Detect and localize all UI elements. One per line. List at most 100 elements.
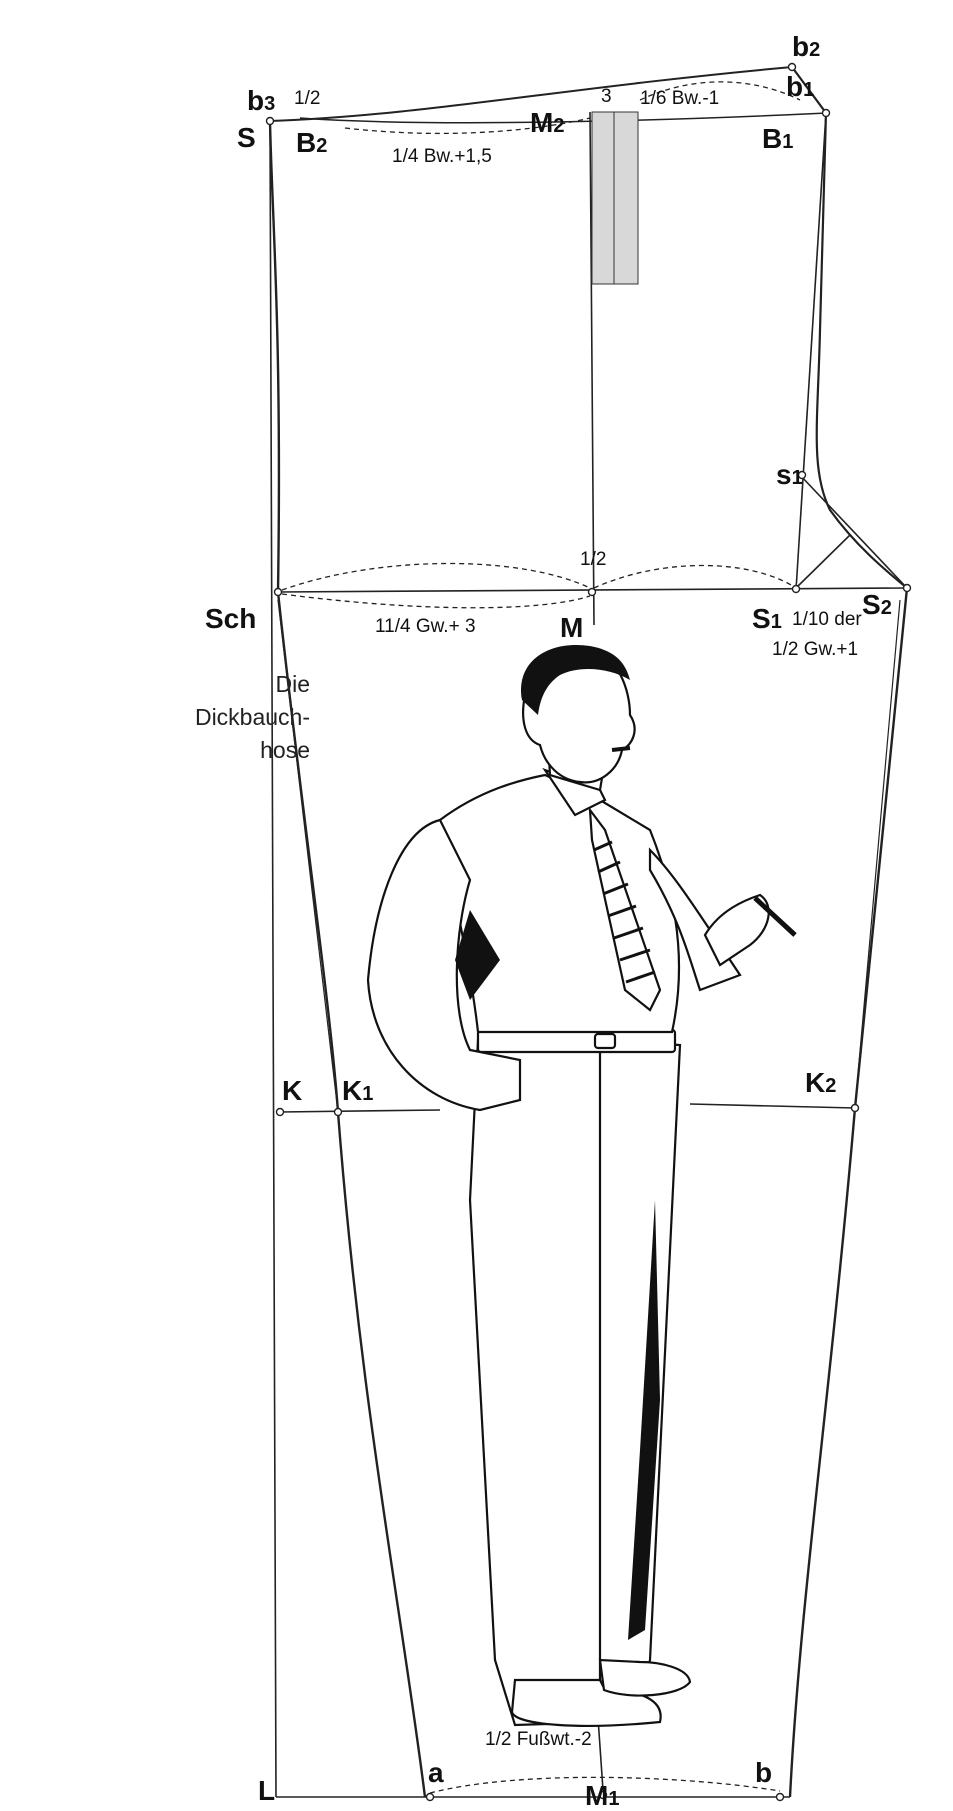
seat-arc-below bbox=[281, 593, 591, 609]
point-b3 bbox=[265, 116, 275, 126]
label-B1-sub: 1 bbox=[782, 131, 793, 153]
waist-line bbox=[299, 112, 828, 124]
waist-measure-arc bbox=[639, 81, 801, 101]
knee-line-right bbox=[689, 1103, 856, 1109]
label-B2-sub: 2 bbox=[316, 135, 327, 157]
svg-text:M1: M1 bbox=[585, 1780, 619, 1811]
svg-text:b1: b1 bbox=[786, 71, 814, 102]
inner-leg-right bbox=[788, 587, 909, 1798]
label-B2: B bbox=[296, 127, 316, 158]
knee-line-left bbox=[279, 1109, 441, 1113]
label-S1-sub: 1 bbox=[771, 611, 782, 633]
label-K2-sub: 2 bbox=[825, 1075, 836, 1097]
caption-line: hose bbox=[260, 737, 310, 763]
label-b2-sub: 2 bbox=[809, 39, 820, 61]
label-l: L bbox=[258, 1775, 275, 1806]
svg-text:B1: B1 bbox=[762, 123, 793, 154]
point-sch bbox=[273, 587, 283, 597]
label-b3-sub: 3 bbox=[264, 93, 275, 115]
label-M2: M bbox=[530, 107, 553, 138]
label-b2: b bbox=[792, 31, 809, 62]
belt-buckle bbox=[593, 1032, 617, 1050]
label-s1: s bbox=[776, 459, 792, 490]
crotch-guide-a bbox=[799, 474, 908, 589]
measure-tenth: 1/10 der bbox=[792, 609, 862, 630]
point-s1 bbox=[797, 470, 807, 480]
tie-stripes bbox=[593, 840, 656, 984]
svg-text:S1: S1 bbox=[752, 603, 782, 634]
right-side-upper bbox=[791, 66, 908, 589]
dart-strip-fill bbox=[591, 111, 639, 285]
measurement-labels: 1/4 Bw.+1,5 1/6 Bw.-1 3 1/2 1/2 11/4 Gw.… bbox=[294, 86, 862, 1750]
svg-text:b2: b2 bbox=[792, 31, 820, 62]
seat-arc-left bbox=[281, 562, 591, 591]
label-B1: B bbox=[762, 123, 782, 154]
point-a bbox=[425, 1792, 435, 1802]
caption-line: Die bbox=[275, 671, 310, 697]
belt bbox=[476, 1028, 677, 1054]
measure-seat: 11/4 Gw.+ 3 bbox=[375, 616, 476, 637]
point-m bbox=[587, 587, 597, 597]
right-side-inner bbox=[795, 112, 827, 591]
outer-leg-left-2 bbox=[277, 599, 339, 1113]
measure-half-seat: 1/2 Gw.+1 bbox=[772, 639, 858, 660]
point-b2 bbox=[787, 62, 797, 72]
label-S2: S bbox=[862, 589, 881, 620]
sleeve-shadow-left bbox=[455, 910, 500, 1000]
point-k1 bbox=[333, 1107, 343, 1117]
seat-arc-right bbox=[593, 564, 797, 589]
construction-points bbox=[265, 62, 912, 1802]
label-M1-sub: 1 bbox=[608, 1788, 619, 1810]
label-K1-sub: 1 bbox=[362, 1083, 373, 1105]
point-k2 bbox=[850, 1103, 860, 1113]
point-s1-seat bbox=[791, 584, 801, 594]
left-frame-line bbox=[269, 119, 277, 1798]
label-S1: S bbox=[752, 603, 771, 634]
label-S2-sub: 2 bbox=[881, 597, 892, 619]
point-b bbox=[775, 1792, 785, 1802]
man-illustration bbox=[366, 644, 797, 1727]
label-K2: K bbox=[805, 1067, 825, 1098]
shirt-left-arm bbox=[366, 818, 522, 1112]
trouser-crease-shadow bbox=[628, 1200, 660, 1640]
point-k bbox=[275, 1107, 285, 1117]
label-sch: Sch bbox=[205, 603, 256, 634]
svg-text:s1: s1 bbox=[776, 459, 803, 490]
hand-right bbox=[703, 893, 770, 967]
measure-half-foot: 1/2 Fußwt.-2 bbox=[485, 1729, 592, 1750]
label-b1: b bbox=[786, 71, 803, 102]
label-b3: b bbox=[247, 85, 264, 116]
label-M1: M bbox=[585, 1780, 608, 1811]
dart-strip bbox=[591, 111, 639, 285]
left-side-upper bbox=[268, 120, 281, 593]
measure-three: 3 bbox=[601, 86, 612, 107]
svg-text:S2: S2 bbox=[862, 589, 892, 620]
label-s1-sub: 1 bbox=[792, 467, 803, 489]
outer-leg-left bbox=[276, 591, 427, 1798]
label-b1-sub: 1 bbox=[803, 79, 814, 101]
svg-text:M2: M2 bbox=[530, 107, 564, 138]
label-K1: K bbox=[342, 1075, 362, 1106]
label-s: S bbox=[237, 122, 256, 153]
shoe-right bbox=[598, 1658, 692, 1697]
point-m1 bbox=[598, 1790, 608, 1800]
label-a: a bbox=[428, 1757, 444, 1788]
inner-leg-right-2 bbox=[854, 599, 901, 1109]
measure-half-top: 1/2 bbox=[580, 549, 606, 570]
svg-text:b3: b3 bbox=[247, 85, 275, 116]
point-b1 bbox=[821, 108, 831, 118]
mustache bbox=[611, 746, 631, 752]
measure-sixth-waist: 1/6 Bw.-1 bbox=[640, 88, 719, 109]
label-b: b bbox=[755, 1757, 772, 1788]
waist-measure-arc-2 bbox=[344, 117, 591, 135]
crotch-guide-b bbox=[795, 534, 851, 589]
svg-text:B2: B2 bbox=[296, 127, 327, 158]
svg-text:K1: K1 bbox=[342, 1075, 373, 1106]
cigar bbox=[753, 896, 797, 937]
svg-text:K2: K2 bbox=[805, 1067, 836, 1098]
label-M2-sub: 2 bbox=[553, 115, 564, 137]
measure-quarter-waist: 1/4 Bw.+1,5 bbox=[392, 146, 492, 167]
label-k: K bbox=[282, 1075, 302, 1106]
label-m: M bbox=[560, 612, 583, 643]
